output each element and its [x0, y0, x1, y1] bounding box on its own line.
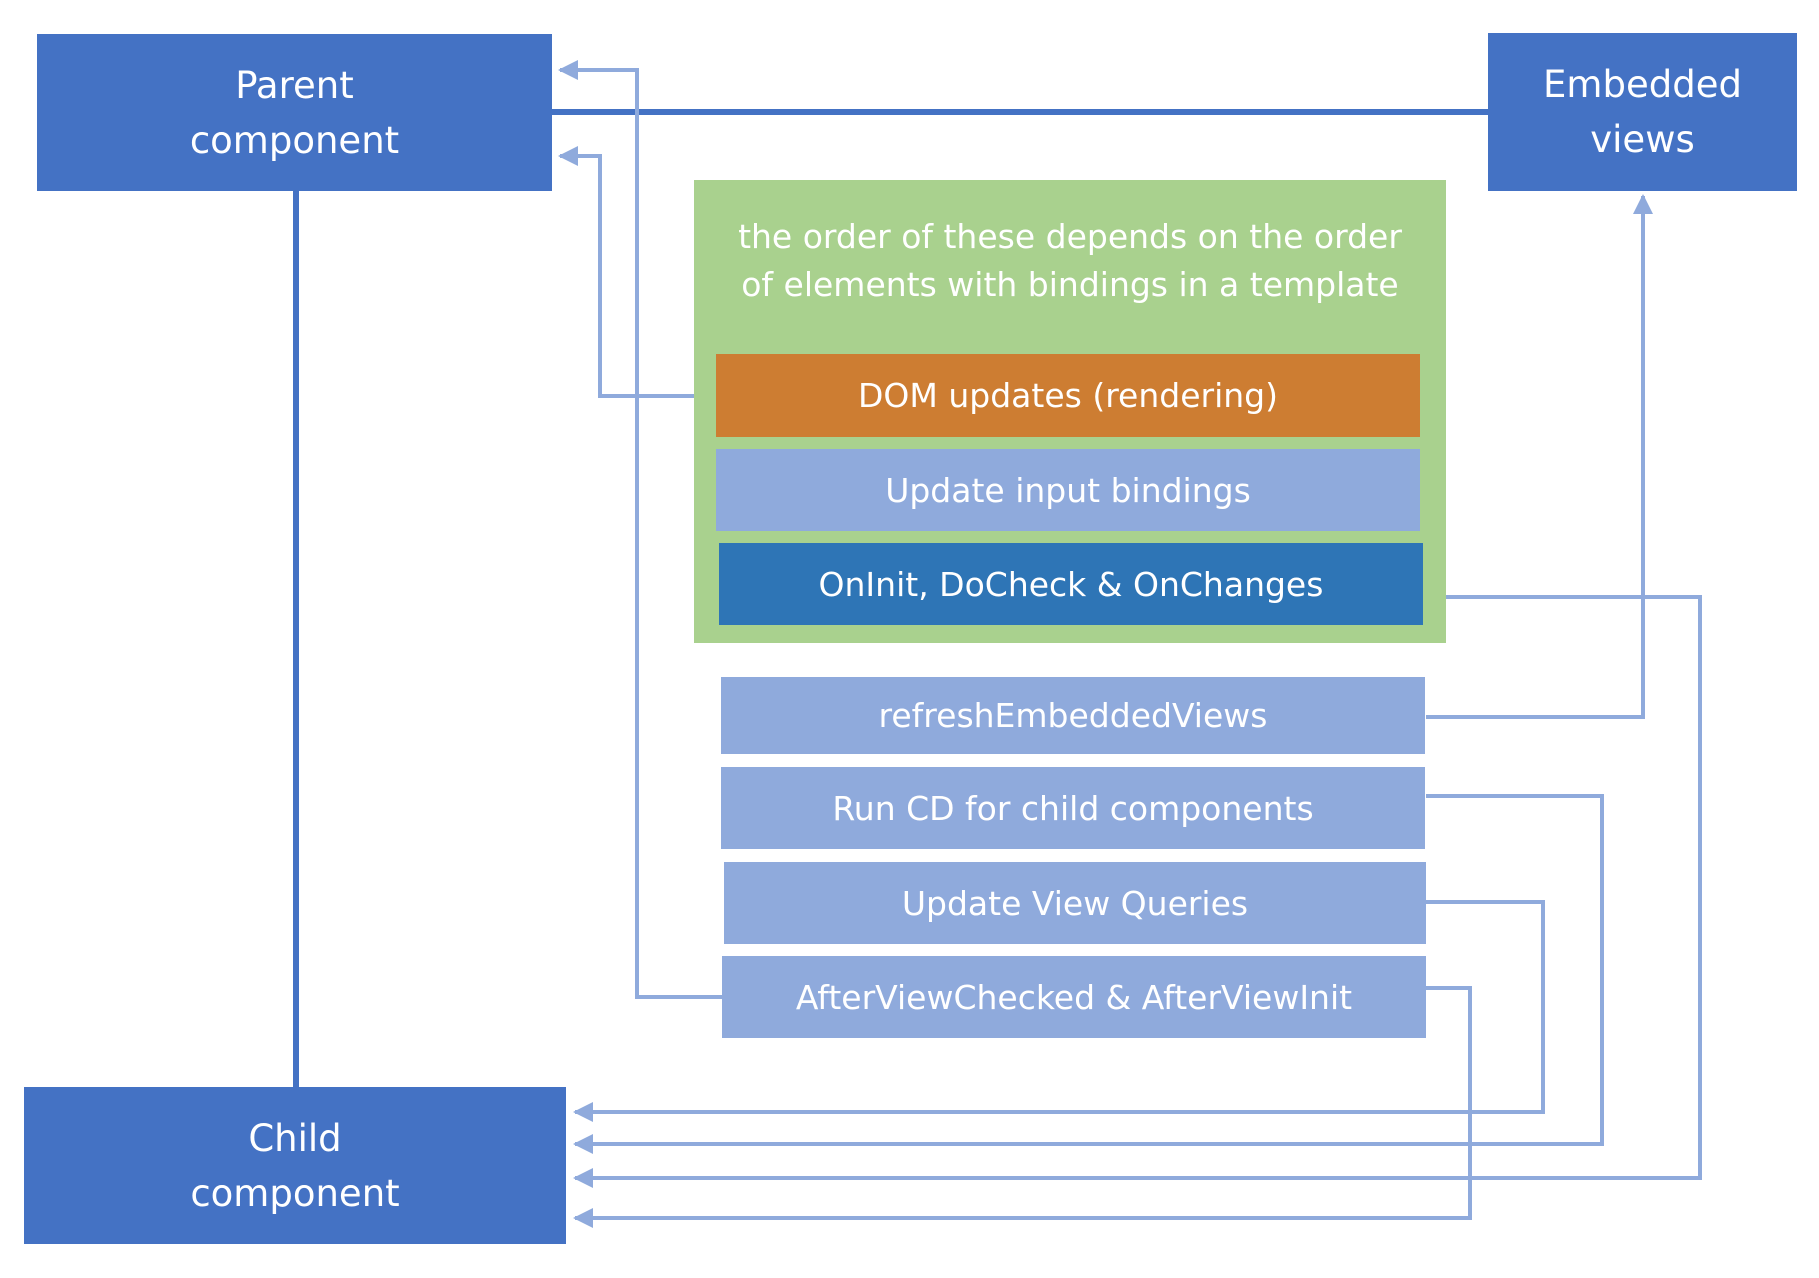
run-cd-child-components-step: Run CD for child components: [721, 767, 1425, 849]
oninit-docheck-onchanges-step: OnInit, DoCheck & OnChanges: [719, 543, 1423, 625]
update-input-bindings-step: Update input bindings: [716, 449, 1420, 531]
parent-component-node: Parent component: [37, 34, 552, 191]
view-queries-to-child-arrow: [573, 900, 1545, 1122]
after-view-to-parent-arrow: [558, 60, 722, 999]
after-view-checked-init-step: AfterViewChecked & AfterViewInit: [722, 956, 1426, 1038]
run-cd-to-child-arrow: [573, 794, 1604, 1154]
refresh-embedded-views-step: refreshEmbeddedViews: [721, 677, 1425, 754]
dom-updates-step: DOM updates (rendering): [716, 354, 1420, 437]
template-order-note: the order of these depends on the order …: [738, 217, 1402, 304]
child-component-node: Child component: [24, 1087, 566, 1244]
refresh-to-embedded-arrow: [1426, 194, 1653, 719]
update-view-queries-step: Update View Queries: [724, 862, 1426, 944]
dom-updates-to-parent-arrow: [558, 146, 716, 398]
after-view-to-child-arrow: [573, 986, 1472, 1228]
oninit-to-child-arrow: [573, 595, 1702, 1188]
embedded-views-node: Embedded views: [1488, 33, 1797, 191]
